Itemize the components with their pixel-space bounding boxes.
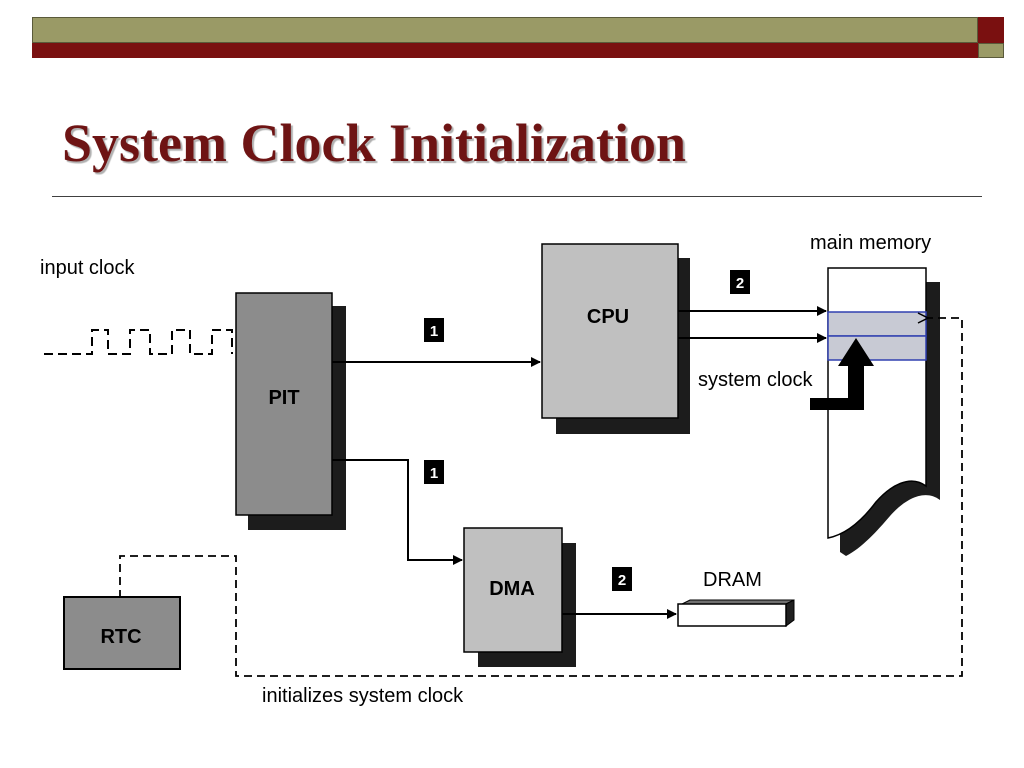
system-clock-label: system clock bbox=[698, 369, 813, 391]
svg-text:1: 1 bbox=[430, 323, 438, 340]
rtc-initialization-path bbox=[119, 318, 963, 677]
svg-text:2: 2 bbox=[736, 275, 744, 292]
pit-to-dma-arrow bbox=[332, 459, 463, 565]
svg-text:2: 2 bbox=[618, 572, 626, 589]
dma-label: DMA bbox=[489, 578, 535, 600]
dram-label: DRAM bbox=[703, 569, 762, 591]
input-clock-label: input clock bbox=[40, 257, 135, 279]
slide-title: System Clock Initialization bbox=[62, 113, 687, 173]
header-corner-olive bbox=[978, 43, 1004, 58]
header-bar-maroon bbox=[32, 43, 978, 58]
rtc-box bbox=[63, 596, 181, 670]
pit-label: PIT bbox=[268, 387, 299, 409]
step-badge-pit-cpu: 1 bbox=[424, 318, 444, 342]
main-memory-block bbox=[827, 267, 940, 556]
rtc-label: RTC bbox=[100, 626, 141, 648]
title-underline bbox=[52, 196, 982, 197]
header-bar-olive bbox=[32, 17, 978, 43]
cpu-box bbox=[541, 243, 690, 434]
input-clock-waveform bbox=[44, 329, 233, 355]
cpu-label: CPU bbox=[587, 306, 629, 328]
svg-text:1: 1 bbox=[430, 465, 438, 482]
dma-box bbox=[463, 527, 576, 667]
system-clock-pointer-arrow bbox=[810, 338, 874, 410]
dram-module bbox=[677, 599, 795, 627]
step-badge-pit-dma: 1 bbox=[424, 460, 444, 484]
pit-box bbox=[235, 292, 346, 530]
step-badge-dma-dram: 2 bbox=[612, 567, 632, 591]
header-corner-maroon bbox=[978, 17, 1004, 43]
step-badge-cpu-memory: 2 bbox=[730, 270, 750, 294]
main-memory-label: main memory bbox=[810, 232, 931, 254]
initializes-system-clock-label: initializes system clock bbox=[262, 685, 464, 707]
